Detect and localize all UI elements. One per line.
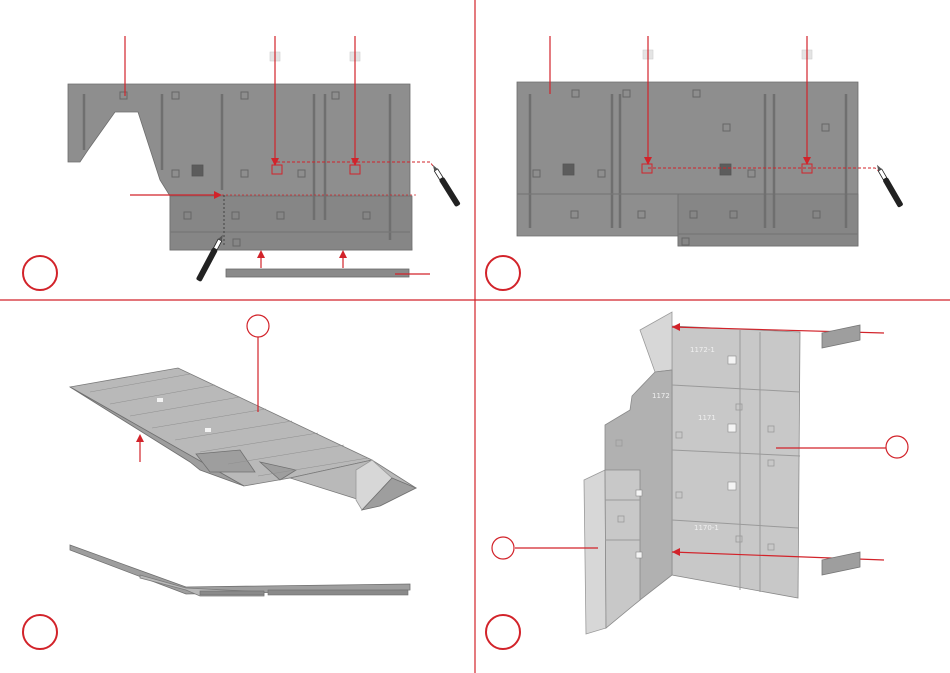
window-opening: [636, 490, 642, 496]
step-circle-3: [23, 615, 57, 649]
part-stamp: 1172: [652, 392, 670, 400]
wall-assembly: 1172-1 1172 1171 1170-1: [584, 312, 800, 634]
step-circle-2: [486, 256, 520, 290]
socket-dark: [192, 165, 203, 176]
roof-assembly: [70, 368, 416, 510]
window-opening: [636, 552, 642, 558]
window-opening: [728, 356, 736, 364]
wall-part-2-lower: [678, 194, 858, 246]
gable-top: [640, 312, 672, 372]
glue-bottle-icon: [822, 325, 860, 348]
roof-opening: [157, 398, 163, 402]
wall-panel-front-face: [605, 470, 640, 628]
part-stamp: 1172-1: [690, 346, 715, 354]
socket-dark: [720, 164, 731, 175]
callout-circle: [247, 315, 269, 337]
callout-circle: [492, 537, 514, 559]
arrow-head: [136, 434, 144, 442]
hobby-knife-icon: [430, 163, 461, 207]
step-circle-1: [23, 256, 57, 290]
part-stamp: 1170-1: [694, 524, 719, 532]
panel-4: 1172-1 1172 1171 1170-1: [486, 312, 908, 649]
socket-dark: [563, 164, 574, 175]
part-stamp: 1171: [698, 414, 716, 422]
window-opening: [728, 424, 736, 432]
panel-3: [23, 315, 416, 649]
strip-part: [226, 269, 409, 277]
callout-circle: [886, 436, 908, 458]
roof-side-view: [70, 545, 410, 596]
hobby-knife-icon: [874, 163, 903, 208]
wall-panel-back: [672, 326, 800, 598]
window-opening: [728, 482, 736, 490]
wall-panel-front: [584, 470, 606, 634]
glue-bottle-icon: [822, 552, 860, 575]
step-circle-4: [486, 615, 520, 649]
wall-part-1-lower: [170, 196, 412, 250]
panel-1: [23, 36, 461, 290]
panel-2: [486, 36, 904, 290]
arrow-head: [339, 250, 347, 258]
arrow-head: [257, 250, 265, 258]
roof-opening: [205, 428, 211, 432]
